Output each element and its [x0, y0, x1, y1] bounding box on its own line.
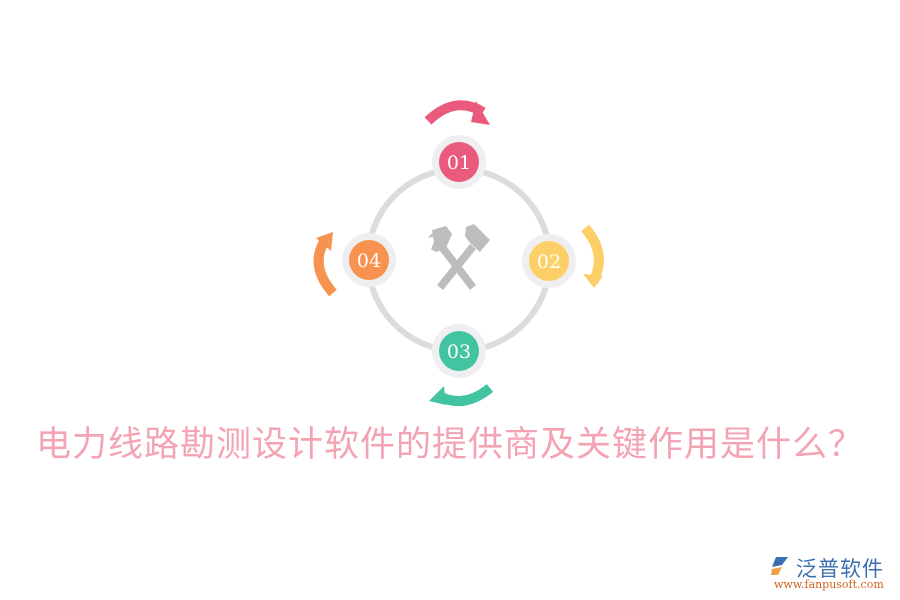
crossed-hammers-icon [428, 224, 490, 290]
step-node-02: 02 [522, 234, 576, 288]
logo-url: www.fanpusoft.com [774, 578, 884, 591]
arrow-right-icon [581, 224, 604, 288]
page-title: 电力线路勘测设计软件的提供商及关键作用是什么？ [35, 425, 864, 465]
step-node-04: 04 [342, 233, 396, 287]
svg-text:03: 03 [447, 341, 471, 363]
arrow-bottom-icon [429, 384, 494, 407]
arrow-left-icon [313, 232, 337, 297]
fanpusoft-logo: 泛普软件 www.fanpusoft.com [770, 553, 895, 593]
logo-mark-icon [771, 557, 788, 575]
svg-text:02: 02 [537, 251, 561, 273]
step-node-03: 03 [432, 324, 486, 378]
arrow-top-icon [424, 100, 490, 125]
logo-name: 泛普软件 [796, 557, 884, 581]
svg-text:04: 04 [357, 250, 381, 272]
step-node-01: 01 [432, 135, 486, 189]
svg-text:01: 01 [447, 152, 471, 174]
